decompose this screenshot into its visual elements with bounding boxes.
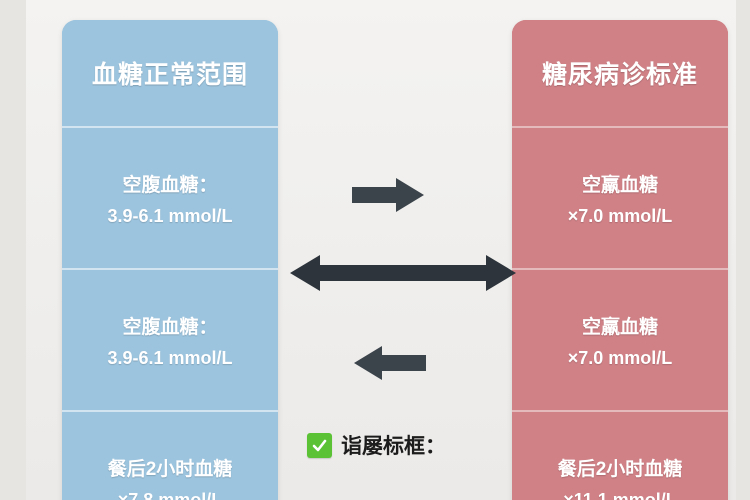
arrow-right-icon	[352, 176, 426, 214]
normal-range-card-header: 血糖正常范围	[62, 20, 278, 126]
card-divider	[512, 126, 728, 128]
normal-range-title: 血糖正常范围	[91, 61, 248, 89]
caption-label: 诣屡标框：	[341, 435, 446, 458]
normal-range-card[interactable]: 血糖正常范围 空腹血糖： 3.9-6.1 mmol/L 空腹血糖： 3.9-6.…	[62, 20, 278, 500]
diabetes-criteria-row-3-value: ×11.1 mmol/L	[563, 489, 677, 500]
card-divider	[62, 410, 278, 412]
diabetes-criteria-row-1: 空羸血糖 ×7.0 mmol/L	[512, 128, 728, 268]
diabetes-criteria-row-2-label: 空羸血糖	[581, 316, 658, 338]
card-divider	[512, 410, 728, 412]
normal-range-row-1-value: 3.9-6.1 mmol/L	[107, 205, 233, 226]
diabetes-criteria-row-3: 餐后2小时血糖 ×11.1 mmol/L	[512, 412, 728, 500]
normal-range-row-3-value: ×7.8 mmol/L	[117, 489, 223, 500]
normal-range-row-2-label: 空腹血糖：	[122, 316, 218, 338]
normal-range-row-2-value: 3.9-6.1 mmol/L	[107, 347, 233, 368]
caption-group: 诣屡标框：	[307, 430, 446, 460]
diabetes-criteria-row-1-label: 空羸血糖	[581, 174, 658, 196]
normal-range-row-1: 空腹血糖： 3.9-6.1 mmol/L	[62, 128, 278, 268]
background-edge-right	[736, 0, 750, 500]
normal-range-row-3: 餐后2小时血糖 ×7.8 mmol/L	[62, 412, 278, 500]
card-divider	[62, 126, 278, 128]
diabetes-criteria-row-3-label: 餐后2小时血糖	[557, 458, 683, 480]
card-divider	[512, 268, 728, 270]
green-check-icon	[307, 432, 332, 458]
diabetes-criteria-card-header: 糖尿病诊标准	[512, 20, 728, 126]
diabetes-criteria-card[interactable]: 糖尿病诊标准 空羸血糖 ×7.0 mmol/L 空羸血糖 ×7.0 mmol/L…	[512, 20, 728, 500]
normal-range-row-3-label: 餐后2小时血糖	[107, 458, 233, 480]
card-divider	[62, 268, 278, 270]
normal-range-row-1-label: 空腹血糖：	[122, 174, 218, 196]
arrow-left-icon	[352, 344, 426, 382]
arrow-left-right-icon	[290, 252, 516, 294]
diabetes-criteria-row-1-value: ×7.0 mmol/L	[567, 205, 673, 226]
diabetes-criteria-title: 糖尿病诊标准	[541, 61, 698, 89]
background-edge-left	[0, 0, 26, 500]
normal-range-row-2: 空腹血糖： 3.9-6.1 mmol/L	[62, 270, 278, 410]
diabetes-criteria-row-2-value: ×7.0 mmol/L	[567, 347, 673, 368]
diabetes-criteria-row-2: 空羸血糖 ×7.0 mmol/L	[512, 270, 728, 410]
